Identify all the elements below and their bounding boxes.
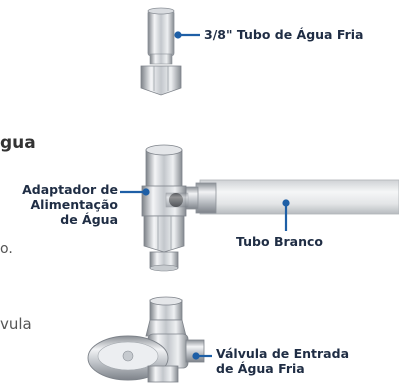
leader-lines: [120, 31, 290, 360]
label-tube-38: 3/8" Tubo de Água Fria: [204, 27, 364, 42]
label-adapter-line-1: Adaptador de: [22, 182, 118, 197]
adapter-tee-part: [141, 144, 399, 272]
label-valve: Válvula de Entrada de Água Fria: [216, 346, 349, 376]
label-valve-line-1: Válvula de Entrada: [216, 346, 350, 361]
heading-fragment: gua: [0, 133, 36, 153]
label-adapter: Adaptador de Alimentação de Água: [0, 182, 118, 227]
label-adapter-line-2: Alimentação: [30, 197, 119, 212]
label-white-tube: Tubo Branco: [236, 234, 323, 249]
body-text-fragment-2: vula: [0, 315, 32, 333]
tube-38-part: [140, 7, 182, 96]
inlet-valve-part: [87, 296, 205, 383]
body-text-fragment-1: o.: [0, 241, 13, 257]
label-adapter-line-3: de Água: [60, 212, 118, 227]
label-valve-line-2: de Água Fria: [216, 361, 305, 376]
